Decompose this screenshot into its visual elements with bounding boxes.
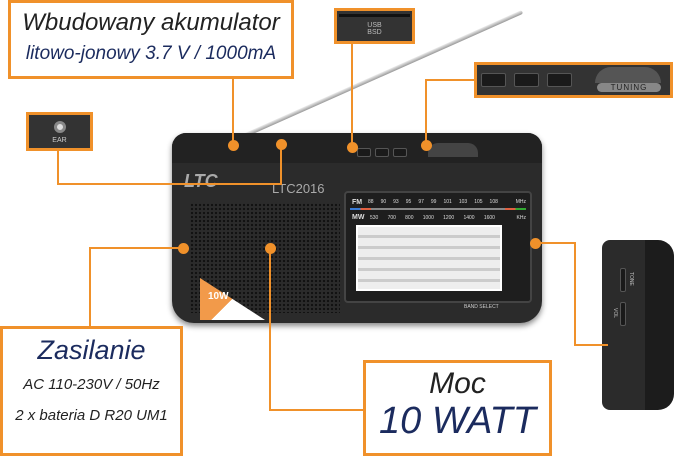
sw-scale	[356, 225, 502, 291]
scale-tick: 108	[489, 199, 498, 205]
mw-label: MW	[352, 214, 365, 221]
preset-zoom-1	[481, 73, 506, 87]
scale-tick: 101	[443, 199, 452, 205]
power-callout: Zasilanie AC 110-230V / 50Hz 2 x bateria…	[0, 326, 183, 456]
preset-zoom-3	[547, 73, 572, 87]
mw-scale: 530 700 800 1000 1200 1400 1600	[370, 215, 495, 221]
sd-label: BSD	[367, 29, 382, 36]
power-line2: 2 x bateria D R20 UM1	[15, 407, 168, 424]
band-select-label: BAND SELECT	[464, 304, 499, 310]
radio-side-view: TONE VOL	[602, 240, 674, 410]
scale-tick: 95	[405, 199, 412, 205]
tone-slider[interactable]	[620, 268, 626, 292]
preset-zoom-2	[514, 73, 539, 87]
tuning-label: TUNING	[597, 83, 661, 92]
tuning-wheel	[595, 67, 661, 83]
ear-callout: EAR	[26, 112, 93, 151]
headphone-jack-icon	[54, 121, 66, 133]
volume-wheel[interactable]	[620, 302, 626, 326]
power-title: Zasilanie	[37, 335, 146, 365]
battery-callout: Wbudowany akumulator litowo-jonowy 3.7 V…	[8, 0, 294, 79]
tuning-callout: TUNING	[474, 62, 673, 98]
power-line1: AC 110-230V / 50Hz	[23, 376, 160, 393]
radio-body: LTC LTC2016 10W FM 88 90 93 95 97 99 101 103 105…	[172, 133, 542, 323]
scale-tick: 97	[418, 199, 424, 205]
tone-label: TONE	[628, 272, 634, 286]
moc-title: Moc	[429, 367, 486, 400]
battery-title: Wbudowany akumulator	[22, 9, 280, 36]
usb-callout: USB BSD	[334, 8, 415, 44]
scale-tick: 103	[458, 199, 468, 205]
scale-tick: 90	[380, 199, 387, 205]
scale-tick: 700	[387, 215, 396, 221]
scale-tick: 800	[405, 215, 414, 221]
moc-value: 10 WATT	[379, 400, 536, 442]
scale-tick: 105	[474, 199, 483, 205]
khz-label: KHz	[516, 215, 526, 221]
badge-text: 10W	[208, 291, 229, 302]
preset-button-2[interactable]	[375, 148, 389, 157]
brand-logo: LTC	[184, 171, 218, 191]
model-label: LTC2016	[272, 181, 325, 196]
scale-tick: 1600	[483, 215, 495, 221]
preset-button-1[interactable]	[357, 148, 371, 157]
fm-label: FM	[352, 199, 363, 206]
scale-tick: 1000	[422, 215, 434, 221]
usb-label: USB	[367, 22, 382, 29]
scale-tick: 530	[370, 215, 379, 221]
preset-button-3[interactable]	[393, 148, 407, 157]
scale-tick: 1200	[443, 215, 455, 221]
ear-label: EAR	[52, 137, 67, 144]
vol-label: VOL	[612, 308, 618, 319]
scale-tick: 93	[393, 199, 399, 205]
power-output-callout: Moc 10 WATT	[363, 360, 552, 456]
scale-tick: 99	[430, 199, 437, 205]
scale-tick: 1400	[463, 215, 475, 221]
dial-window: FM 88 90 93 95 97 99 101 103 105 108 MHz MW 530 70…	[344, 191, 532, 303]
fm-scale: 88 90 93 95 97 99 101 103 105 108	[368, 199, 498, 205]
scale-tick: 88	[368, 199, 374, 205]
battery-subtitle: litowo-jonowy 3.7 V / 1000mA	[25, 43, 277, 64]
tuning-knob[interactable]	[428, 143, 478, 157]
mhz-label: MHz	[515, 199, 526, 205]
band-bar	[350, 208, 526, 210]
